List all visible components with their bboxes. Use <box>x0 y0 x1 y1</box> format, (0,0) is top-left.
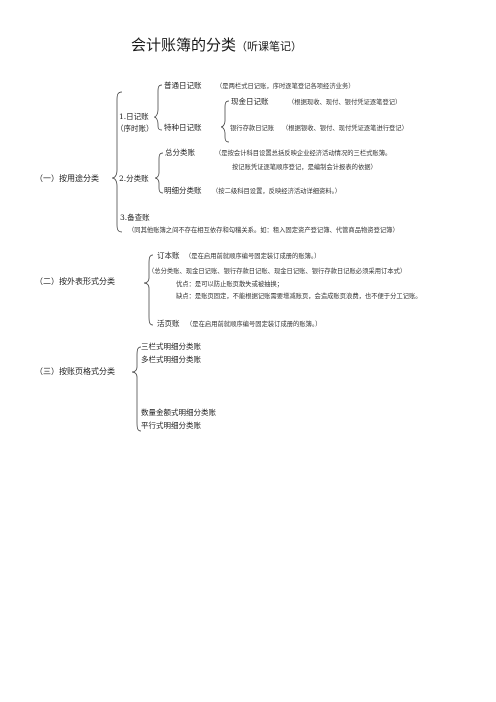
general-journal-label: 普通日记账 <box>164 81 202 90</box>
format-item: 多栏式明细分类账 <box>141 355 201 364</box>
cash-journal-label: 现金日记账 <box>231 97 269 106</box>
ledger-label: 2.分类账 <box>119 174 149 183</box>
brace-special <box>220 100 230 143</box>
general-ledger-label: 总分类账 <box>165 148 195 157</box>
brace-sec2 <box>143 254 154 326</box>
format-item: 三栏式明细分类账 <box>141 342 201 351</box>
bound-book-pros: 优点：是可以防止账页散失或被抽换； <box>176 281 284 288</box>
bound-book-cons: 缺点：是账页固定，不能根据记账需要增减账页，会造成账页浪费，也不便于分工记账。 <box>176 293 422 300</box>
format-item: 数量金额式明细分类账 <box>141 408 216 417</box>
general-ledger-note1: （是按会计科目设置总括反映企业经济活动情况的三栏式账簿。 <box>215 150 392 157</box>
loose-leaf-label: 活页账 <box>157 319 180 328</box>
bound-book-note: （是在启用前就顺序编号固定装订成册的账簿。） <box>185 253 321 260</box>
title-sub: （听课笔记） <box>236 40 303 53</box>
memo-label: 3.备查账 <box>120 213 150 222</box>
loose-leaf-note: （是在启用前就顺序编号固定装订成册的账簿。） <box>186 321 322 328</box>
cash-journal-note: （根据现收、现付、银付凭证逐笔登记） <box>288 99 402 106</box>
detail-ledger-label: 明细分类账 <box>164 186 202 195</box>
general-ledger-note2: 按记账凭证逐笔顺序登记，是编制会计报表的依据） <box>232 164 377 171</box>
journal-sublabel: （序时账） <box>116 124 154 133</box>
general-journal-note: （是两栏式日记账，序时逐笔登记各项经济业务） <box>216 83 355 90</box>
journal-label: 1.日记账 <box>119 112 149 121</box>
bound-book-label: 订本账 <box>157 251 180 260</box>
special-journal-label: 特种日记账 <box>164 123 202 132</box>
bound-book-note2: （总分类账、现金日记账、银行存款日记账、现金日记账、银行存款日记账必须采用订本式… <box>148 268 407 275</box>
brace-sec1 <box>111 91 123 233</box>
detail-ledger-note: （按二级科目设置，反映经济活动详细资料。） <box>212 188 342 195</box>
title-main: 会计账簿的分类 <box>131 36 237 54</box>
bank-journal-note: （根据银收、银付、现付凭证逐笔进行登记） <box>282 125 408 132</box>
memo-note: （同其他账簿之间不存在相互依存和勾稽关系。如：租入固定资产登记簿、代管商品物资登… <box>128 227 399 234</box>
brace-sec3 <box>131 346 142 432</box>
bank-journal-label: 银行存款日记账 <box>230 125 275 132</box>
brace-journal <box>153 84 163 131</box>
sec1-label: （一）按用途分类 <box>35 174 99 183</box>
brace-ledger <box>154 152 164 194</box>
sec2-label: （二）按外表形式分类 <box>35 277 115 286</box>
sec3-label: （三）按账页格式分类 <box>35 367 115 376</box>
format-item: 平行式明细分类账 <box>141 421 201 430</box>
page-title: 会计账簿的分类（听课笔记） <box>131 38 302 53</box>
